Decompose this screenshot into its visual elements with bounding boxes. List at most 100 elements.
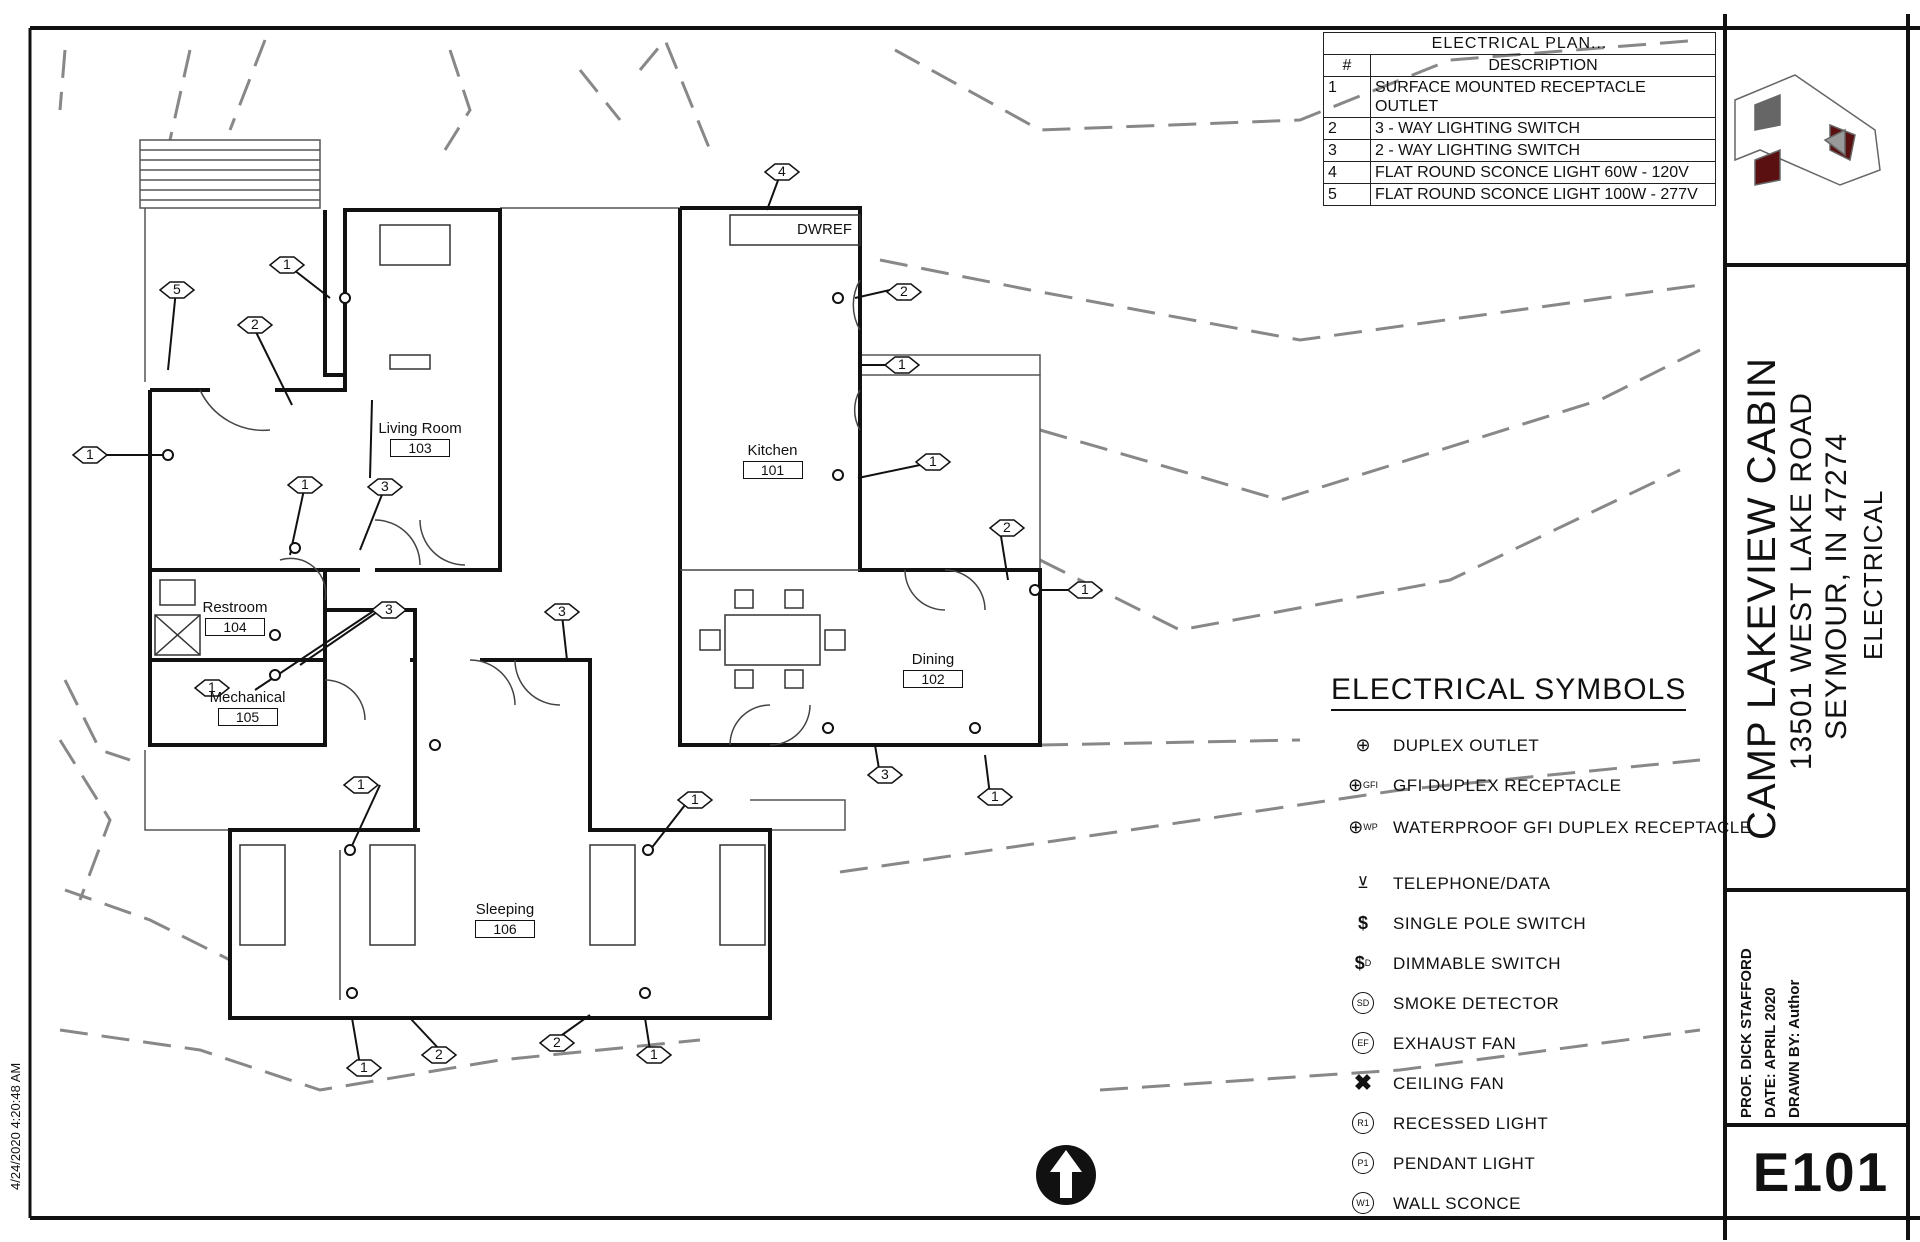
sheet-border — [28, 14, 1920, 1240]
legend-label: SMOKE DETECTOR — [1393, 993, 1560, 1013]
room-number: 104 — [205, 618, 265, 636]
table-cell-desc: 2 - WAY LIGHTING SWITCH — [1370, 139, 1716, 162]
callout-number: 1 — [929, 453, 937, 469]
callout-number: 1 — [283, 256, 291, 272]
callout-number: 3 — [381, 478, 389, 494]
deck-outlines — [139, 139, 1041, 831]
legend-item: SD SMOKE DETECTOR — [1343, 988, 1559, 1018]
drawn-by: DRAWN BY: Author — [1786, 979, 1803, 1118]
telephone-data-icon: ⊻ — [1357, 875, 1369, 892]
furniture — [154, 214, 861, 946]
legend-label: CEILING FAN — [1393, 1073, 1505, 1093]
legend-label: DUPLEX OUTLET — [1393, 735, 1540, 755]
plan-table-title: ELECTRICAL PLAN... — [1323, 32, 1716, 55]
callout-number: 1 — [691, 791, 699, 807]
callout-number: 3 — [881, 766, 889, 782]
sheet-number: E101 — [1752, 1141, 1890, 1203]
callout-number: 2 — [1003, 519, 1011, 535]
ceiling-fan-icon: ✖ — [1353, 1070, 1373, 1095]
room-name: Mechanical — [209, 689, 286, 706]
legend-label: WATERPROOF GFI DUPLEX RECEPTACLE — [1393, 817, 1752, 837]
outlets — [162, 292, 1041, 999]
project-title: CAMP LAKEVIEW CABIN — [1740, 357, 1784, 840]
legend-label: EXHAUST FAN — [1393, 1033, 1517, 1053]
electrical-plan-table: ELECTRICAL PLAN... # DESCRIPTION 1 SURFA… — [1323, 32, 1716, 206]
callout-number: 1 — [650, 1046, 658, 1062]
print-timestamp: 4/24/2020 4:20:48 AM — [8, 1062, 23, 1190]
callout-number: 2 — [900, 283, 908, 299]
plan-table-header-num: # — [1323, 54, 1371, 77]
legend-item: EF EXHAUST FAN — [1343, 1028, 1516, 1058]
door-swings — [199, 279, 986, 746]
waterproof-gfi-icon: ⊕WP — [1348, 816, 1378, 837]
plan-table-header-desc: DESCRIPTION — [1370, 54, 1716, 77]
callout-number: 2 — [251, 316, 259, 332]
project-city: SEYMOUR, IN 47274 — [1820, 432, 1853, 740]
room-label-restroom: Restroom 104 — [190, 599, 280, 636]
table-row: 3 2 - WAY LIGHTING SWITCH — [1323, 139, 1716, 162]
symbols-legend-title: ELECTRICAL SYMBOLS — [1331, 673, 1687, 711]
callout-number: 3 — [385, 601, 393, 617]
pendant-light-icon: P1 — [1343, 1148, 1383, 1178]
callout-number: 1 — [360, 1059, 368, 1075]
room-number: 103 — [390, 439, 450, 457]
firm-logo — [1734, 74, 1881, 186]
room-number: 101 — [742, 461, 803, 479]
table-cell-num: 1 — [1323, 76, 1371, 118]
room-name: Restroom — [202, 599, 268, 616]
room-number: 105 — [217, 708, 278, 726]
legend-item: ⊕DUPLEX OUTLET — [1343, 730, 1539, 760]
table-row: 4 FLAT ROUND SCONCE LIGHT 60W - 120V — [1323, 161, 1716, 184]
north-arrow-icon — [1036, 1145, 1096, 1205]
callout-number: 3 — [558, 603, 566, 619]
callout-number: 1 — [86, 446, 94, 462]
room-name: Dining — [911, 651, 955, 668]
callout-number: 1 — [208, 679, 216, 695]
table-cell-desc: FLAT ROUND SCONCE LIGHT 100W - 277V — [1370, 183, 1716, 206]
table-row: 2 3 - WAY LIGHTING SWITCH — [1323, 117, 1716, 140]
table-row: 1 SURFACE MOUNTED RECEPTACLE OUTLET — [1323, 76, 1716, 118]
table-cell-desc: 3 - WAY LIGHTING SWITCH — [1370, 117, 1716, 140]
callout-number: 2 — [553, 1034, 561, 1050]
room-name: Kitchen — [747, 442, 798, 459]
project-address: 13501 WEST LAKE ROAD — [1785, 392, 1818, 770]
sheet-title: ELECTRICAL — [1858, 489, 1888, 660]
legend-label: TELEPHONE/DATA — [1393, 873, 1551, 893]
callout-number: 2 — [435, 1046, 443, 1062]
callout-number: 1 — [991, 788, 999, 804]
appliance-label: DWREF — [797, 221, 852, 238]
smoke-detector-icon: SD — [1343, 988, 1383, 1018]
recessed-light-icon: R1 — [1343, 1108, 1383, 1138]
table-cell-desc: SURFACE MOUNTED RECEPTACLE OUTLET — [1370, 76, 1716, 118]
legend-label: DIMMABLE SWITCH — [1393, 953, 1562, 973]
room-label-living-room: Living Room 103 — [365, 420, 475, 457]
topo-contours — [58, 37, 1701, 1092]
callout-number: 5 — [173, 281, 181, 297]
single-pole-switch-icon: $ — [1357, 912, 1368, 933]
table-cell-desc: FLAT ROUND SCONCE LIGHT 60W - 120V — [1370, 161, 1716, 184]
legend-item: W1 WALL SCONCE — [1343, 1188, 1521, 1218]
walls — [148, 206, 1042, 1020]
room-label-kitchen: Kitchen 101 — [720, 442, 825, 479]
sheet-date: DATE: APRIL 2020 — [1762, 987, 1779, 1118]
legend-item: ⊻ TELEPHONE/DATA — [1343, 868, 1551, 898]
room-label-mechanical: Mechanical 105 — [200, 689, 295, 726]
table-row: 5 FLAT ROUND SCONCE LIGHT 100W - 277V — [1323, 183, 1716, 206]
interior-lines — [339, 569, 860, 1000]
legend-label: WALL SCONCE — [1393, 1193, 1521, 1213]
room-name: Sleeping — [475, 901, 535, 918]
table-cell-num: 4 — [1323, 161, 1371, 184]
room-label-dining: Dining 102 — [888, 651, 978, 688]
exhaust-fan-icon: EF — [1343, 1028, 1383, 1058]
legend-item: ✖ CEILING FAN — [1343, 1068, 1504, 1098]
table-cell-num: 3 — [1323, 139, 1371, 162]
room-number: 106 — [475, 920, 535, 938]
callout-number: 1 — [1081, 581, 1089, 597]
room-name: Living Room — [378, 420, 462, 437]
callout-number: 1 — [301, 476, 309, 492]
wall-sconce-icon: W1 — [1343, 1188, 1383, 1218]
callout-number: 1 — [898, 356, 906, 372]
